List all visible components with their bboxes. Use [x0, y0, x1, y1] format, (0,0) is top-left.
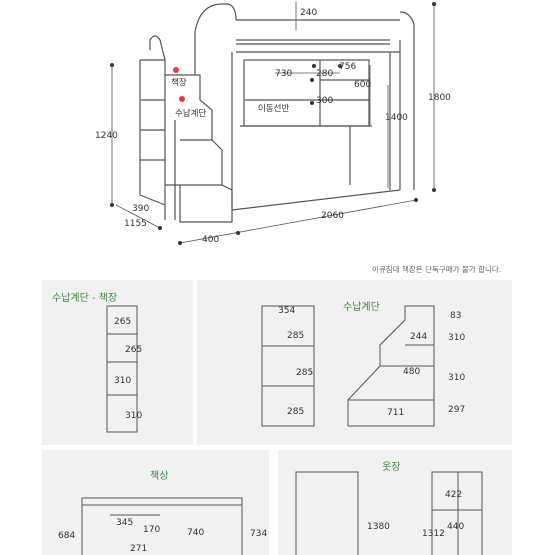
dim-bed-length: 2060: [321, 211, 344, 221]
dim-desk-740: 740: [187, 528, 205, 538]
dim-wardrobe-422: 422: [445, 490, 463, 500]
dim-storage-83: 83: [450, 311, 462, 321]
label-movable-shelf: 이동선반: [258, 104, 290, 114]
dim-stair-width-400: 400: [202, 235, 220, 245]
dim-storage-354: 354: [278, 306, 296, 316]
dim-bookshelf-2: 265: [125, 345, 143, 355]
dim-storage-711: 711: [387, 408, 405, 418]
dim-storage-285b: 285: [296, 368, 314, 378]
dim-storage-244: 244: [410, 332, 428, 342]
panel-title-desk: 책상: [150, 471, 169, 482]
dim-storage-310b: 310: [448, 373, 466, 383]
dim-wardrobe-440: 440: [447, 522, 465, 532]
dim-desk-170: 170: [143, 525, 161, 535]
dim-bookshelf-4: 310: [125, 411, 143, 421]
dim-desk-depth: 756: [339, 62, 357, 72]
dim-stair-1155: 1155: [124, 219, 147, 229]
dim-shelf-300: 300: [316, 96, 334, 106]
dim-storage-310a: 310: [448, 333, 466, 343]
dim-desk-271: 271: [130, 544, 148, 554]
dim-desk-734: 734: [250, 529, 268, 539]
dim-wardrobe-1380: 1380: [367, 522, 390, 532]
label-bookshelf: 책장: [171, 78, 187, 88]
dim-storage-480: 480: [403, 367, 421, 377]
dim-headboard-width: 240: [300, 8, 318, 18]
dim-under-bed-1400: 1400: [385, 113, 408, 123]
label-stair-storage: 수납계단: [175, 109, 207, 119]
dim-storage-297: 297: [448, 405, 466, 415]
dim-stair-height: 1240: [95, 131, 118, 141]
dim-stair-depth-390: 390: [132, 204, 150, 214]
panel-title-wardrobe: 옷장: [382, 462, 401, 473]
panel-title-stair-bookshelf: 수납계단 - 책장: [52, 293, 118, 304]
dim-wardrobe-1312: 1312: [422, 529, 445, 539]
dim-desk-684: 684: [58, 531, 76, 541]
purchase-note: 이큐침대 책장은 단독구매가 불가 합니다.: [372, 265, 502, 274]
dim-total-height: 1800: [428, 93, 451, 103]
dim-desk-width: 730: [275, 69, 293, 79]
dim-storage-285c: 285: [287, 407, 305, 417]
dim-bookshelf-1: 265: [114, 317, 132, 327]
dim-desk-shelf: 280: [316, 69, 334, 79]
panel-title-stair-storage: 수납계단: [343, 302, 380, 313]
dim-desk-345: 345: [116, 518, 134, 528]
dim-storage-285a: 285: [287, 331, 305, 341]
dim-desk-height-600: 600: [354, 80, 372, 90]
dim-bookshelf-3: 310: [114, 376, 132, 386]
